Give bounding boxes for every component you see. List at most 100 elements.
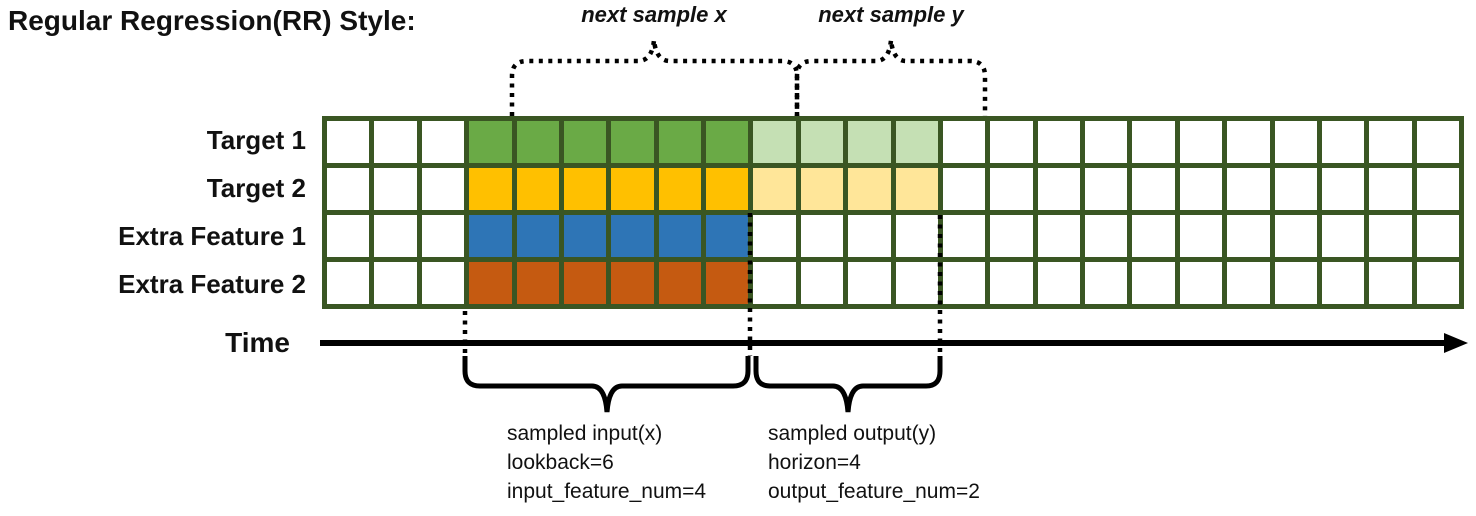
- grid-cell: [753, 262, 796, 304]
- grid-cell: [327, 262, 370, 304]
- grid-cell: [611, 168, 654, 210]
- sampled-output-title: sampled output(y): [768, 422, 937, 445]
- grid-cell: [895, 215, 938, 257]
- grid-cell: [1132, 215, 1175, 257]
- grid-cell: [848, 168, 891, 210]
- grid-cell: [800, 215, 844, 257]
- grid-cell: [895, 121, 938, 163]
- grid-cell: [327, 215, 370, 257]
- grid-cell: [800, 121, 844, 163]
- grid-cell: [706, 168, 749, 210]
- grid-cell: [327, 121, 370, 163]
- grid-cell: [421, 168, 465, 210]
- grid-cell: [563, 215, 607, 257]
- grid-cell: [895, 168, 938, 210]
- grid-cell: [1227, 262, 1270, 304]
- time-arrow-head: [1444, 333, 1468, 353]
- grid-cell: [1132, 121, 1175, 163]
- row-label-target-1: Target 1: [206, 124, 306, 155]
- row-label-extra-feature-2: Extra Feature 2: [118, 269, 306, 300]
- next-sample-y-label: next sample y: [818, 2, 964, 27]
- grid-cell: [753, 168, 796, 210]
- grid-cell: [1179, 215, 1223, 257]
- grid-cell: [469, 168, 512, 210]
- grid-cell: [374, 215, 417, 257]
- grid-cell: [563, 121, 607, 163]
- grid-cell: [658, 215, 701, 257]
- grid-cell: [421, 121, 465, 163]
- grid-cell: [1369, 168, 1412, 210]
- grid-cell: [1037, 121, 1080, 163]
- grid-cell: [800, 262, 844, 304]
- grid-cell: [611, 215, 654, 257]
- grid-cell: [942, 215, 986, 257]
- sampled-output-callout: sampled output(y) horizon=4 output_featu…: [768, 419, 980, 506]
- grid-cell: [1321, 121, 1365, 163]
- grid-cell: [1416, 121, 1459, 163]
- grid-cell: [895, 262, 938, 304]
- grid-cell: [1179, 168, 1223, 210]
- lookback-value: lookback=6: [507, 451, 614, 474]
- grid-cell: [990, 215, 1033, 257]
- grid-cell: [516, 215, 559, 257]
- next-sample-x-brace: [509, 39, 800, 116]
- page-title: Regular Regression(RR) Style:: [8, 5, 416, 36]
- grid-cell: [1274, 121, 1317, 163]
- grid-cell: [1179, 121, 1223, 163]
- grid-cell: [1369, 262, 1412, 304]
- grid-cell: [1085, 121, 1128, 163]
- grid-cell: [1179, 262, 1223, 304]
- grid-cell: [516, 168, 559, 210]
- grid-cell: [516, 262, 559, 304]
- input-feature-num-value: input_feature_num=4: [507, 480, 707, 503]
- grid-cell: [1274, 215, 1317, 257]
- grid-cell: [1085, 168, 1128, 210]
- grid-cell: [706, 121, 749, 163]
- sampled-input-title: sampled input(x): [507, 422, 663, 445]
- grid-cell: [421, 215, 465, 257]
- grid-cell: [1037, 215, 1080, 257]
- grid-cell: [658, 168, 701, 210]
- grid-cell: [1321, 262, 1365, 304]
- grid-cell: [658, 121, 701, 163]
- grid-cell: [1416, 168, 1459, 210]
- grid-cell: [990, 262, 1033, 304]
- grid-cell: [1416, 262, 1459, 304]
- grid-cell: [658, 262, 701, 304]
- grid-cell: [706, 262, 749, 304]
- grid-cell: [1227, 215, 1270, 257]
- output-feature-num-value: output_feature_num=2: [768, 480, 980, 503]
- grid-cell: [469, 215, 512, 257]
- time-axis-label: Time: [225, 327, 290, 358]
- grid-cell: [1085, 215, 1128, 257]
- grid-cell: [800, 168, 844, 210]
- next-sample-y-brace: [794, 39, 988, 116]
- grid-cell: [1416, 215, 1459, 257]
- sampled-output-brace: [753, 356, 943, 413]
- grid-cell: [516, 121, 559, 163]
- grid-cell: [1037, 262, 1080, 304]
- grid-cell: [942, 262, 986, 304]
- grid-cell: [374, 262, 417, 304]
- grid-cell: [1085, 262, 1128, 304]
- grid-cell: [327, 168, 370, 210]
- row-labels: Target 1 Target 2 Extra Feature 1 Extra …: [0, 116, 314, 309]
- horizon-value: horizon=4: [768, 451, 861, 474]
- row-label-target-2: Target 2: [206, 172, 306, 203]
- grid-cell: [1227, 121, 1270, 163]
- grid-cell: [1274, 168, 1317, 210]
- grid-cell: [1037, 168, 1080, 210]
- grid-cell: [421, 262, 465, 304]
- grid-cell: [1369, 121, 1412, 163]
- grid-cell: [942, 168, 986, 210]
- grid-cell: [1132, 168, 1175, 210]
- grid-cell: [848, 215, 891, 257]
- grid-cell: [1132, 262, 1175, 304]
- grid-cell: [990, 121, 1033, 163]
- grid-cell: [469, 121, 512, 163]
- grid-cell: [990, 168, 1033, 210]
- grid-cell: [1274, 262, 1317, 304]
- grid-cell: [563, 262, 607, 304]
- row-label-extra-feature-1: Extra Feature 1: [118, 221, 306, 252]
